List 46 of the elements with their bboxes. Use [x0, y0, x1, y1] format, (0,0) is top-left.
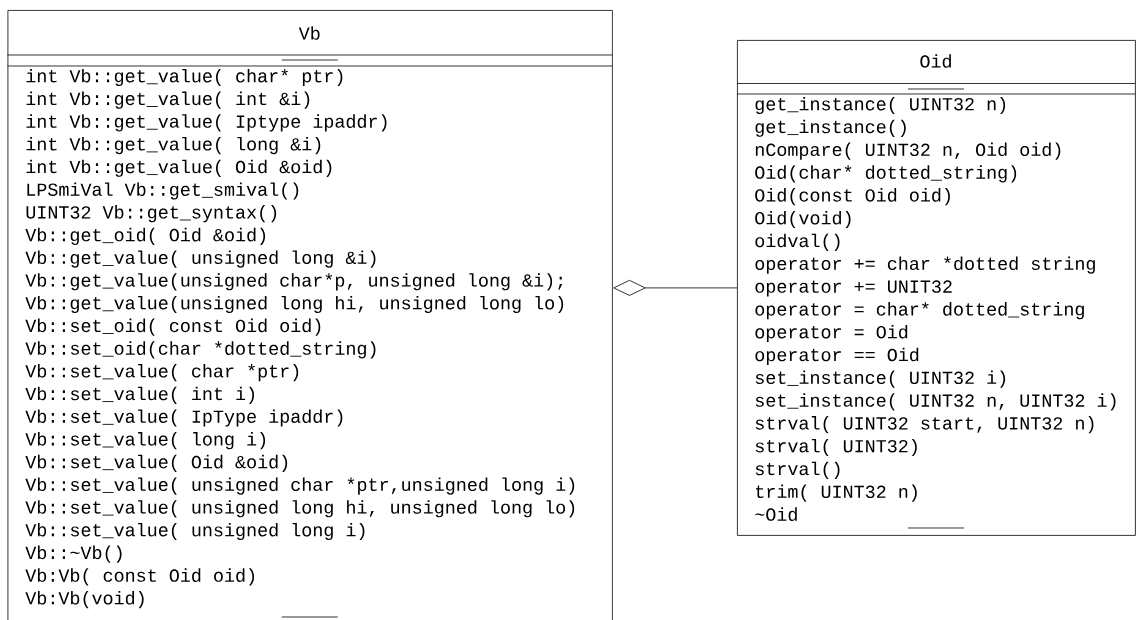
method-signature: int Vb::get_value( Oid &oid) — [26, 159, 332, 177]
method-signature: Vb::get_value(unsigned long hi, unsigned long lo) — [25, 295, 564, 314]
method-signature: Vb::set_value( unsigned long hi, unsigned long lo) — [25, 500, 575, 518]
method-signature: Vb::set_value( Oid &oid) — [25, 454, 288, 472]
method-signature: Vb::get_value(unsigned char*p, unsigned long &i); — [25, 273, 563, 291]
method-signature: Vb::set_value( unsigned long i) — [25, 522, 365, 541]
method-signature: operator == Oid — [755, 347, 919, 365]
method-signature: operator = char* dotted_string — [755, 302, 1084, 320]
method-signature: ~Oid — [755, 507, 797, 521]
method-signature: int Vb::get_value( int &i) — [26, 91, 310, 109]
method-signature: set_instance( UINT32 i) — [755, 370, 1006, 388]
method-signature: Vb::set_oid( const Oid oid) — [25, 318, 321, 336]
method-signature: operator += UNIT32 — [755, 280, 952, 297]
method-signature: operator = Oid — [755, 324, 908, 343]
method-signature: Vb::get_oid( Oid &oid) — [25, 227, 266, 245]
method-signature: Vb:Vb( const Oid oid) — [25, 568, 254, 586]
method-signature: Vb::set_value( unsigned char *ptr,unsigned long i) — [25, 477, 575, 495]
method-signature: Oid(char* dotted_string) — [755, 165, 1017, 183]
method-signature: int Vb::get_value( long &i) — [26, 137, 321, 155]
method-signature: Vb::set_oid(char *dotted_string) — [25, 341, 376, 359]
method-signature: Oid(void) — [755, 210, 851, 229]
method-signature: Vb::set_value( long i) — [25, 432, 266, 450]
method-signature: int Vb::get_value( char* ptr) — [26, 68, 343, 87]
method-signature: strval() — [755, 461, 840, 479]
method-signature: int Vb::get_value( Iptype ipaddr) — [26, 114, 387, 132]
aggregation-line — [613, 279, 738, 296]
method-signature: get_instance() — [755, 119, 906, 137]
method-signature: Oid(const Oid oid) — [755, 188, 950, 206]
class-name: Oid — [920, 54, 951, 68]
method-signature: Vb:Vb(void) — [25, 591, 144, 609]
class-name: Vb — [298, 26, 320, 40]
method-signature: Vb::set_value( char *ptr) — [25, 364, 299, 382]
method-signature: Vb::set_value( int i) — [25, 386, 254, 404]
method-signature: Vb::get_value( unsigned long &i) — [25, 250, 376, 268]
method-signature: operator += char *dotted string — [755, 256, 1095, 274]
method-signature: strval( UINT32) — [755, 438, 917, 457]
method-signature: LPSmiVal Vb::get_smival() — [27, 182, 299, 200]
method-signature: Vb::~Vb() — [25, 545, 122, 563]
method-signature: Vb::set_value( IpType ipaddr) — [25, 409, 343, 427]
method-signature: UINT32 Vb::get_syntax() — [26, 205, 277, 223]
method-signature: trim( UINT32 n) — [756, 484, 917, 502]
method-signature: strval( UINT32 start, UINT32 n) — [755, 416, 1094, 434]
method-signature: nCompare( UINT32 n, Oid oid) — [755, 142, 1061, 160]
method-signature: oidval() — [755, 233, 840, 251]
method-signature: set_instance( UINT32 n, UINT32 i) — [755, 393, 1116, 411]
method-signature: get_instance( UINT32 n) — [755, 96, 1006, 115]
